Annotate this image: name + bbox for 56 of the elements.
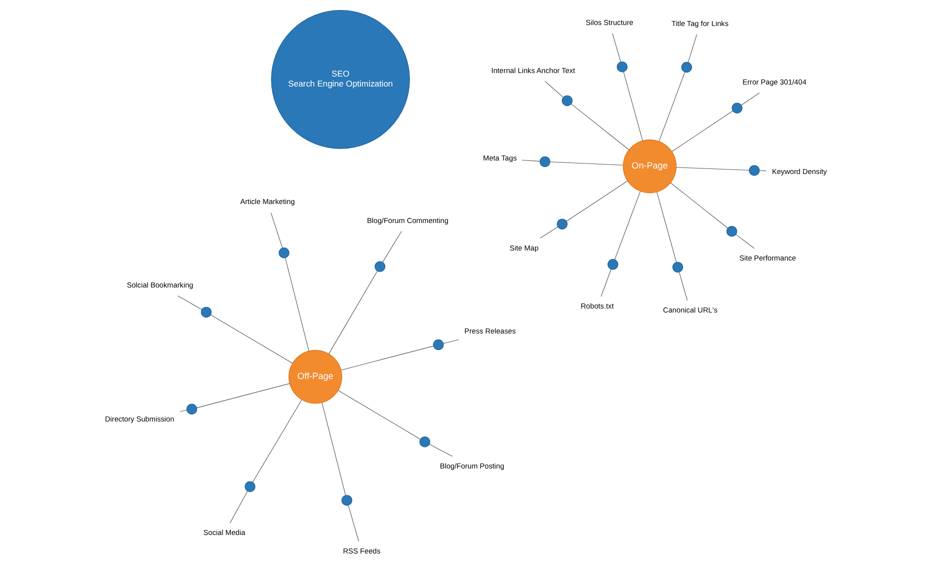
connector <box>622 72 642 141</box>
connector <box>442 339 459 344</box>
connector <box>177 296 202 310</box>
node-circle <box>616 62 627 72</box>
node-circle: Off-Page <box>288 350 342 404</box>
node-circle <box>680 62 692 73</box>
connector <box>382 231 402 262</box>
node-circle <box>432 339 444 350</box>
connector <box>612 33 620 62</box>
node-circle: SEO Search Engine Optimization <box>270 10 410 149</box>
connector <box>678 272 688 301</box>
connector <box>658 72 685 142</box>
connector <box>740 92 760 106</box>
connector <box>656 192 676 263</box>
connector <box>671 110 733 152</box>
connector <box>676 167 749 171</box>
connector <box>196 383 290 408</box>
node-circle <box>374 261 385 272</box>
connector <box>614 191 640 260</box>
connector <box>284 258 309 352</box>
node-circle <box>748 165 760 176</box>
connector <box>521 160 540 162</box>
connector <box>229 490 248 524</box>
node-circle <box>278 248 289 258</box>
node-circle <box>539 156 550 168</box>
connector <box>321 402 346 496</box>
connector <box>549 162 623 166</box>
connector <box>252 400 302 482</box>
node-circle <box>556 218 568 230</box>
connector <box>670 182 728 228</box>
connector <box>270 212 282 248</box>
node-circle <box>672 262 683 273</box>
connector <box>210 314 292 364</box>
node-circle <box>341 494 352 506</box>
node-circle <box>186 404 197 414</box>
connector <box>428 444 452 457</box>
node-circle <box>200 306 212 318</box>
node-circle <box>726 226 737 237</box>
node-circle <box>731 102 742 114</box>
connector <box>348 504 358 542</box>
connector <box>566 180 628 222</box>
node-circle <box>561 95 572 106</box>
connector <box>539 226 558 238</box>
connector <box>570 104 629 150</box>
node-circle: On-Page <box>622 140 676 194</box>
connector <box>328 270 378 354</box>
node-circle <box>418 436 430 448</box>
connector <box>340 346 434 370</box>
connector <box>735 234 754 249</box>
connector <box>338 390 420 440</box>
connector <box>687 34 697 63</box>
connector <box>179 410 187 412</box>
connector <box>600 269 611 297</box>
connector <box>544 80 564 98</box>
node-circle <box>607 259 618 270</box>
node-circle <box>244 481 255 492</box>
